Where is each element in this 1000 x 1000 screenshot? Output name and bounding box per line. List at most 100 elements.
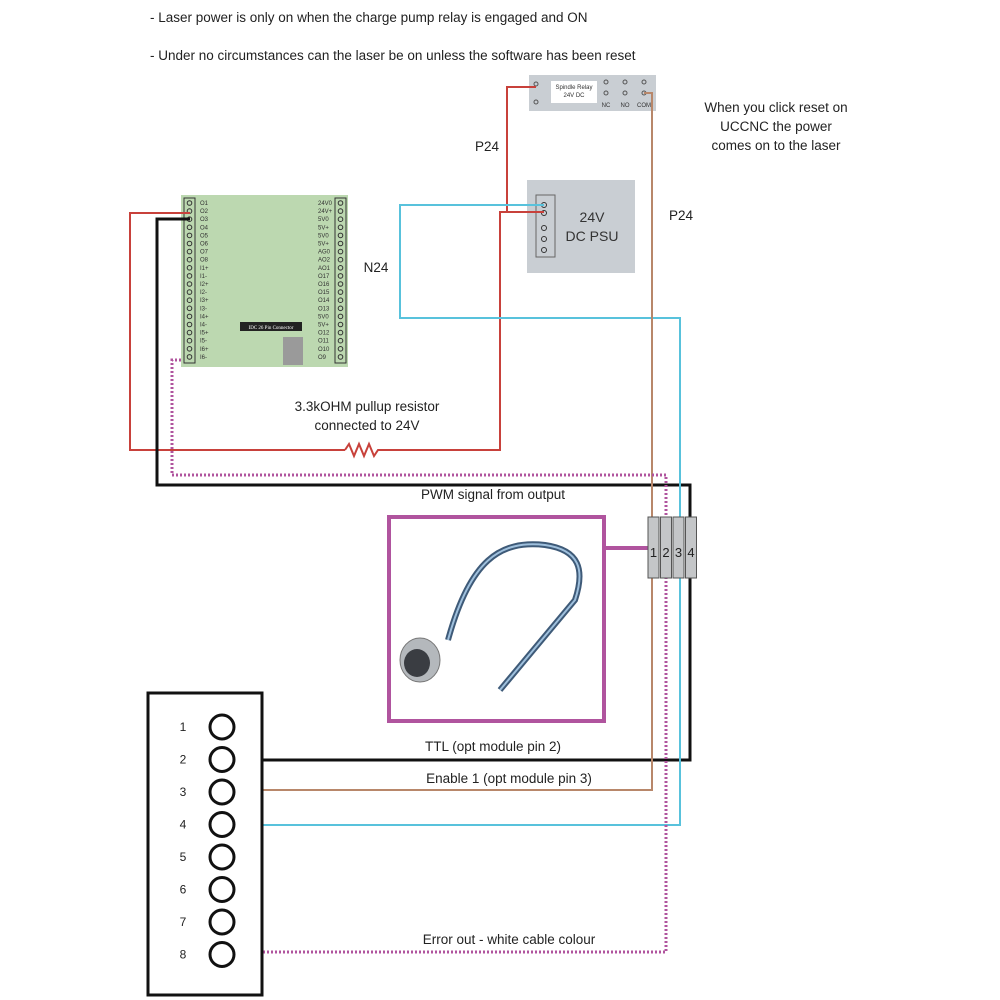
label-ttl: TTL (opt module pin 2) xyxy=(425,739,561,754)
module-pin-number: 2 xyxy=(180,753,187,767)
board-terminal xyxy=(337,256,344,263)
board-terminal xyxy=(186,297,193,304)
board-pin-label: 5V+ xyxy=(318,242,329,248)
board-terminal xyxy=(337,224,344,231)
terminal-number: 1 xyxy=(650,545,657,560)
board-pin-label: O1 xyxy=(200,201,209,207)
board-terminal xyxy=(186,232,193,239)
terminal-cell xyxy=(647,516,660,579)
board-pin-label: I2- xyxy=(200,290,207,296)
note-2: - Under no circumstances can the laser b… xyxy=(150,48,636,63)
psu-label: DC PSU xyxy=(566,228,619,244)
module-pin xyxy=(208,713,236,741)
board-terminal xyxy=(186,273,193,279)
board-terminal xyxy=(337,208,344,214)
reset-note-2: UCCNC the power xyxy=(720,119,832,134)
board-pin-label: I6+ xyxy=(200,347,209,353)
wire-cyan xyxy=(262,204,681,826)
label-p24-right: P24 xyxy=(669,208,694,223)
wire-red xyxy=(129,86,544,451)
relay-title: Spindle Relay xyxy=(555,85,592,91)
label-p24-left: P24 xyxy=(475,139,500,154)
module-pin-number: 3 xyxy=(180,785,187,799)
label-enable: Enable 1 (opt module pin 3) xyxy=(426,771,592,786)
board-pin-label: I1+ xyxy=(200,266,209,272)
board-terminal xyxy=(186,354,193,360)
psu-voltage: 24V xyxy=(580,209,606,225)
board-terminal xyxy=(186,313,193,320)
board-terminal xyxy=(337,297,344,304)
board-terminal xyxy=(186,248,193,255)
board-pin-label: 5V+ xyxy=(318,225,329,231)
board-terminal xyxy=(337,289,344,295)
label-n24: N24 xyxy=(364,260,389,275)
board-terminal xyxy=(186,346,193,352)
board-pin-label: O7 xyxy=(200,250,209,256)
board-connector-label: IDC 26 Pin Connector xyxy=(249,326,294,331)
relay-voltage: 24V DC xyxy=(563,93,585,99)
board-pin-label: AO1 xyxy=(318,266,331,272)
board-terminal xyxy=(337,248,344,255)
board-pin-label: O6 xyxy=(200,242,209,248)
module-pin xyxy=(208,941,236,968)
module-pin-number: 4 xyxy=(180,818,187,832)
note-1: - Laser power is only on when the charge… xyxy=(150,10,588,25)
laser-module-connector xyxy=(146,691,264,997)
board-terminal xyxy=(337,281,344,287)
board-terminal xyxy=(186,240,193,247)
board-terminal xyxy=(337,232,344,239)
board-pin-label: I2+ xyxy=(200,282,209,288)
board-terminal xyxy=(337,354,344,360)
resistor-label-1: 3.3kOHM pullup resistor xyxy=(295,399,440,414)
board-pin-label: 5V+ xyxy=(318,323,329,329)
wire-magenta-dotted xyxy=(170,358,668,954)
label-error: Error out - white cable colour xyxy=(423,932,596,947)
board-pin-label: O12 xyxy=(318,331,330,337)
module-pin-number: 7 xyxy=(180,915,187,929)
relay-com: COM xyxy=(637,103,651,109)
module-pin-number: 1 xyxy=(180,720,187,734)
board-terminal xyxy=(186,281,193,287)
wire-black xyxy=(155,217,692,762)
module-pin-number: 5 xyxy=(180,850,187,864)
board-pin-label: O17 xyxy=(318,274,330,280)
board-terminal xyxy=(337,240,344,247)
resistor xyxy=(344,441,382,459)
board-pin-label: I5- xyxy=(200,339,207,345)
controller-board: IDC 26 Pin Connector O1O2O3O4O5O6O7O8I1+… xyxy=(181,195,348,367)
board-terminal xyxy=(337,216,344,222)
terminal-cell xyxy=(685,516,697,579)
wire-brown xyxy=(262,92,653,791)
relay-no: NO xyxy=(621,103,630,109)
board-pin-label: O14 xyxy=(318,298,330,304)
board-terminal xyxy=(337,265,344,271)
board-pin-label: O11 xyxy=(318,339,330,345)
board-pin-label: 5V0 xyxy=(318,217,329,223)
board-pin-label: I3- xyxy=(200,306,207,312)
terminal-number: 3 xyxy=(675,545,682,560)
terminal-number: 4 xyxy=(687,545,694,560)
module-pin xyxy=(208,908,236,936)
board-pin-label: I4+ xyxy=(200,314,209,320)
module-pin xyxy=(208,778,236,806)
board-pin-label: I5+ xyxy=(200,331,209,337)
board-terminal xyxy=(186,224,193,231)
board-terminal xyxy=(337,321,344,328)
board-pin-label: O2 xyxy=(200,209,209,215)
board-pin-label: O3 xyxy=(200,217,209,223)
board-pin-label: 24V+ xyxy=(318,209,333,215)
module-pin xyxy=(208,811,236,838)
board-terminal xyxy=(186,200,193,206)
terminal-number: 2 xyxy=(662,545,669,560)
board-pin-label: 24V0 xyxy=(318,201,333,207)
terminal-cell xyxy=(660,516,672,579)
board-pin-label: I3+ xyxy=(200,298,209,304)
module-pin xyxy=(208,746,236,773)
label-pwm: PWM signal from output xyxy=(421,487,565,502)
terminal-cell xyxy=(672,516,685,579)
board-terminal xyxy=(337,329,344,336)
relay-nc: NC xyxy=(602,103,611,109)
module-pin xyxy=(208,876,236,903)
board-terminal xyxy=(337,346,344,352)
